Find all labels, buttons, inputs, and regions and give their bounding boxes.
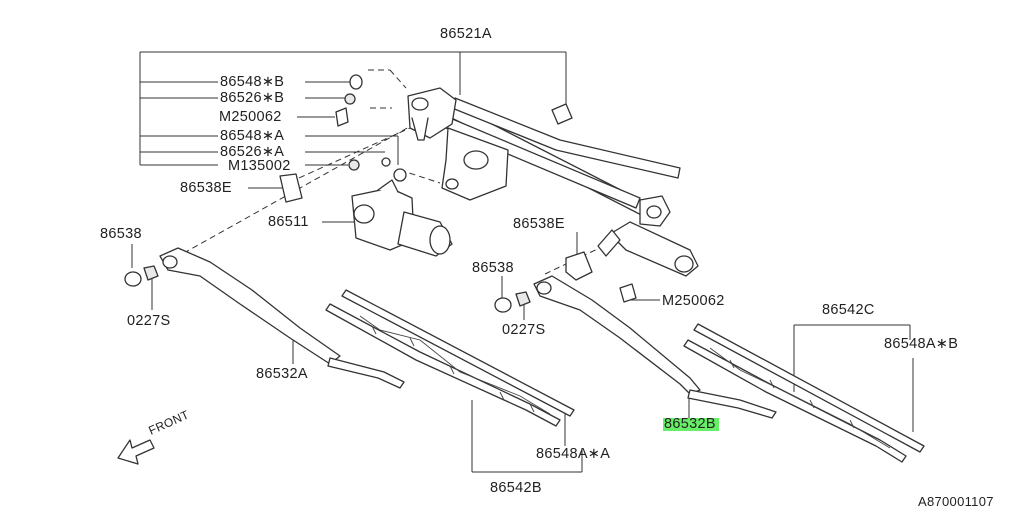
wiper-linkage bbox=[407, 87, 699, 277]
diagram-reference-code: A870001107 bbox=[918, 494, 994, 509]
label-86526B: 86526∗B bbox=[220, 90, 285, 106]
wiper-motor bbox=[351, 179, 453, 257]
label-86548AB: 86548A∗B bbox=[884, 336, 959, 352]
label-86538-left: 86538 bbox=[100, 226, 142, 242]
label-86526A: 86526∗A bbox=[220, 144, 285, 160]
fasteners-top bbox=[279, 74, 573, 203]
label-86548A: 86548∗A bbox=[220, 128, 285, 144]
wiper-arm-right bbox=[533, 275, 777, 419]
label-86532B-number: 86532 bbox=[664, 416, 706, 432]
mid-cap-nut bbox=[494, 251, 637, 313]
label-86532A: 86532A bbox=[256, 366, 308, 382]
label-86532B-suffix: B bbox=[705, 416, 716, 432]
label-86532B[interactable]: 86532B bbox=[664, 416, 716, 432]
label-86542B: 86542B bbox=[490, 480, 542, 496]
label-0227S-mid: 0227S bbox=[502, 322, 546, 338]
label-M250062-right: M250062 bbox=[662, 293, 725, 309]
label-86538-mid: 86538 bbox=[472, 260, 514, 276]
label-0227S-left: 0227S bbox=[127, 313, 171, 329]
front-arrow bbox=[117, 439, 155, 465]
label-86521A: 86521A bbox=[440, 26, 492, 42]
label-86542C: 86542C bbox=[822, 302, 875, 318]
label-86538E-right: 86538E bbox=[513, 216, 565, 232]
highlight-86532B bbox=[663, 418, 719, 431]
label-86511: 86511 bbox=[268, 214, 309, 230]
leader-lines bbox=[131, 51, 914, 473]
wiper-blade-right bbox=[683, 323, 925, 463]
label-86548B: 86548∗B bbox=[220, 74, 285, 90]
label-M250062-left: M250062 bbox=[219, 109, 282, 125]
label-M135002: M135002 bbox=[228, 158, 291, 174]
wiper-arm-left bbox=[159, 247, 405, 389]
label-86538E-left: 86538E bbox=[180, 180, 232, 196]
label-86548AA: 86548A∗A bbox=[536, 446, 611, 462]
wiper-blade-left bbox=[325, 289, 575, 427]
left-cap-nut bbox=[124, 265, 159, 287]
